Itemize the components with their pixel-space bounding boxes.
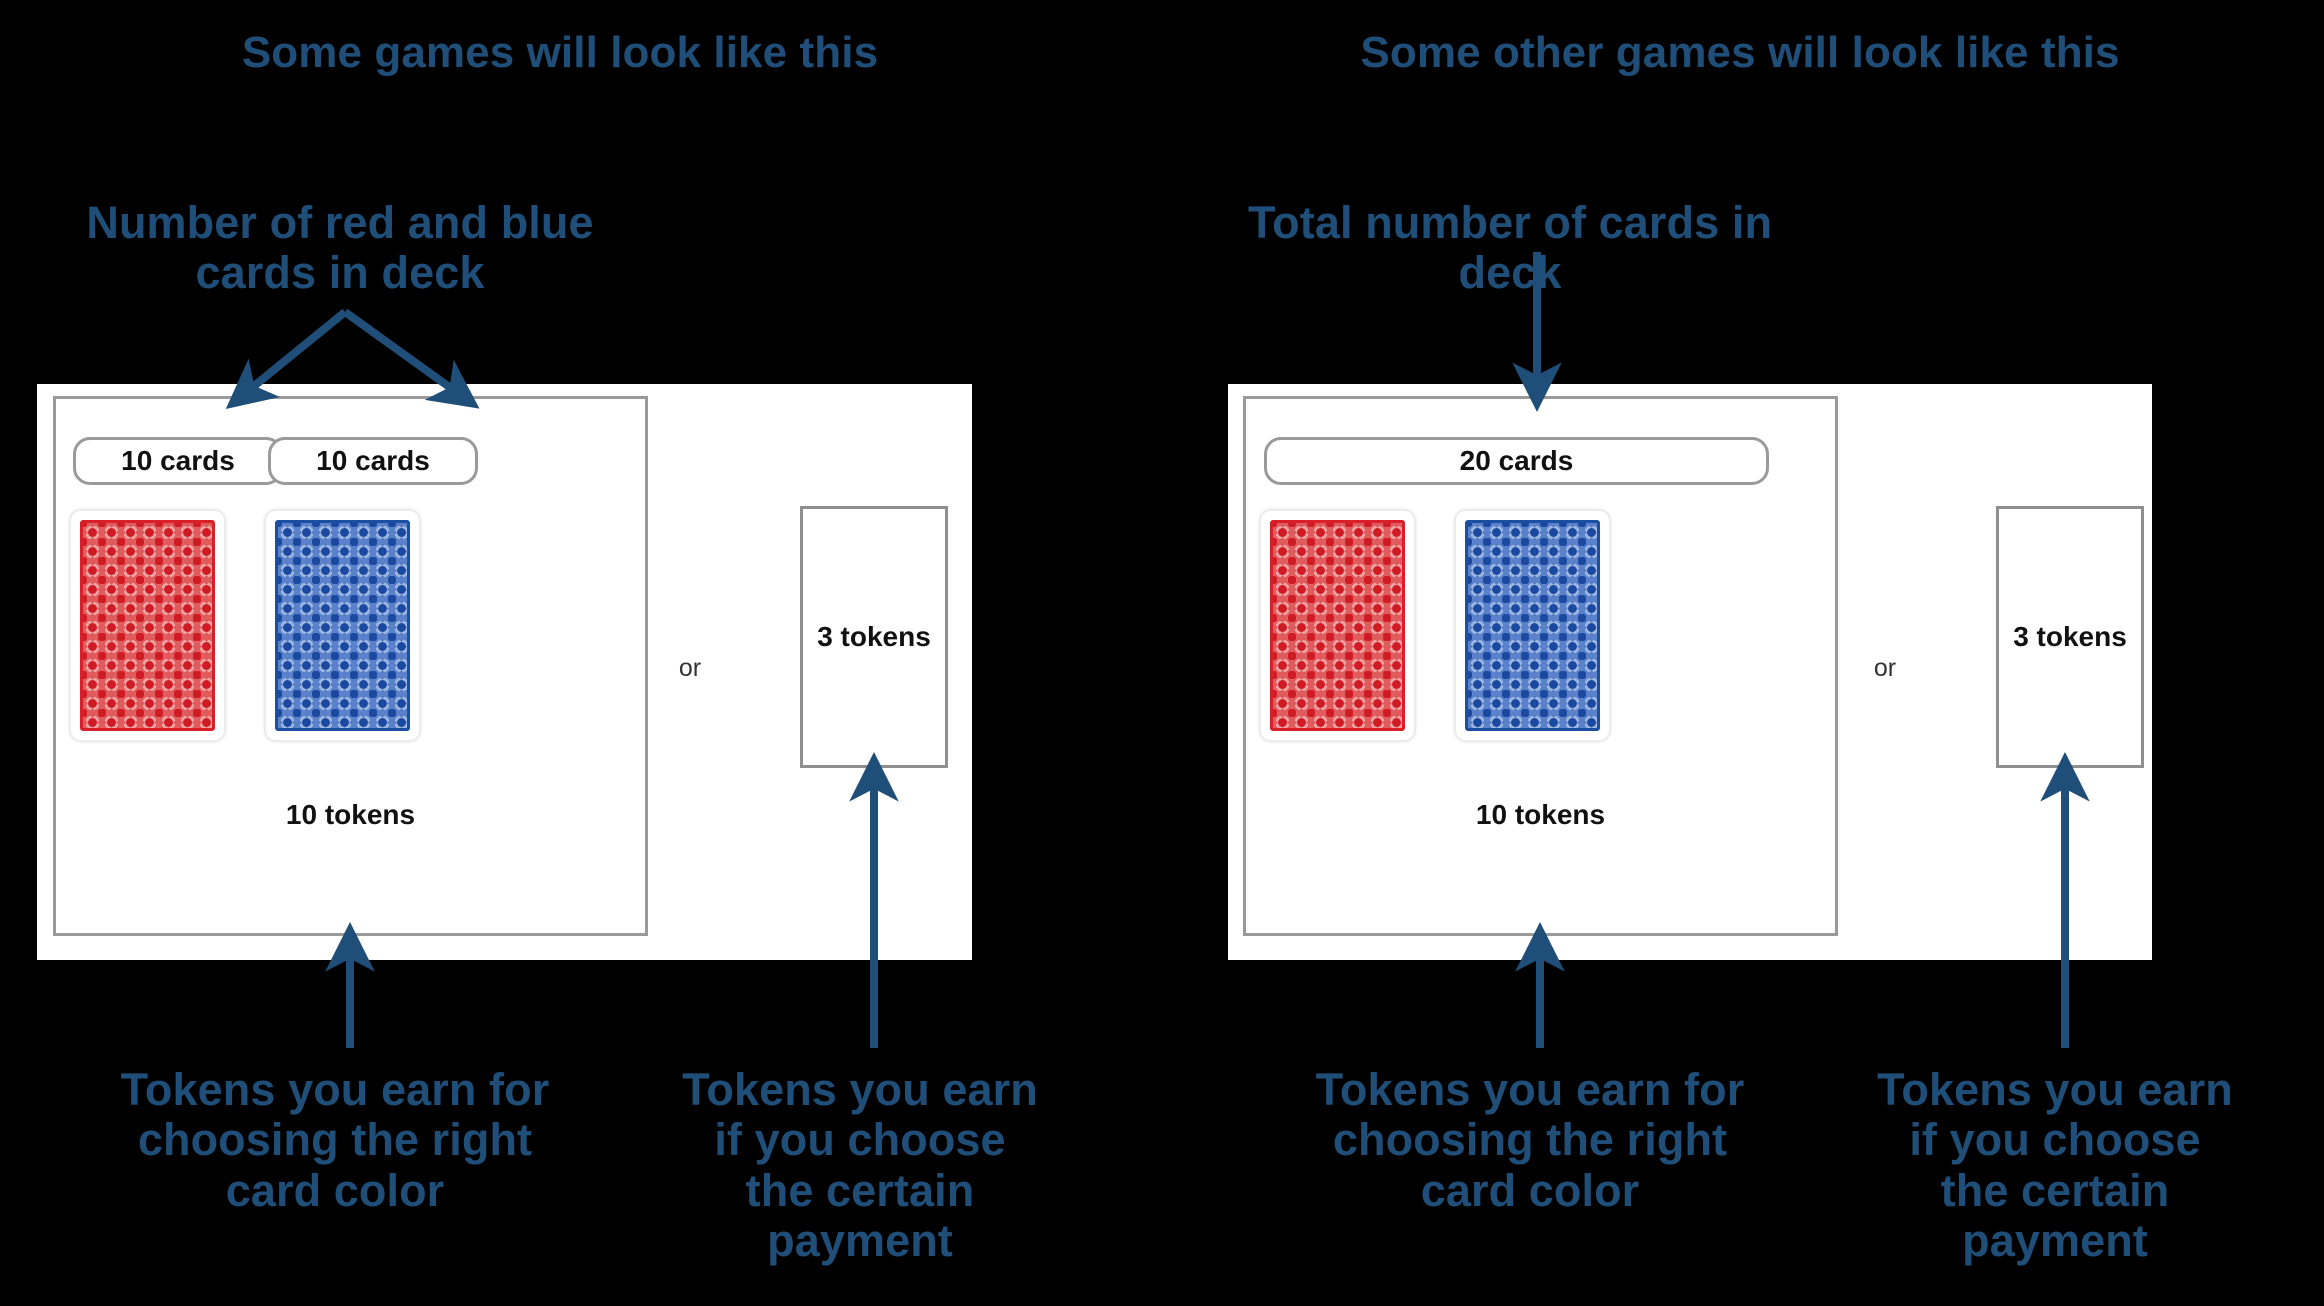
right-panel-title-text: Some other games will look like this (1360, 28, 2120, 77)
left-deck-label-red-text: 10 cards (121, 445, 235, 476)
right-or-text: or (1873, 653, 1897, 682)
right-deck-label-total[interactable]: 20 cards (1264, 437, 1769, 485)
left-bottom-callout-gamble-line2: choosing the right (137, 1114, 533, 1166)
left-bottom-callout-gamble-line1: Tokens you earn for (120, 1064, 550, 1115)
right-bottom-callout-certain-line4: payment (1962, 1215, 2148, 1267)
left-panel-title-text: Some games will look like this (241, 28, 879, 77)
left-certain-payment-text: 3 tokens (817, 621, 931, 652)
left-blue-card[interactable] (264, 509, 421, 742)
right-bottom-callout-certain: Tokens you earn if you choose the certai… (1845, 1064, 2265, 1267)
left-top-callout: Number of red and blue cards in deck (40, 197, 640, 299)
right-bottom-callout-certain-line3: the certain (1940, 1164, 2170, 1216)
left-bottom-callout-certain-line1: Tokens you earn (682, 1064, 1038, 1115)
right-bottom-callout-gamble-line1: Tokens you earn for (1315, 1064, 1745, 1115)
left-deck-label-blue[interactable]: 10 cards (268, 437, 478, 485)
left-or-text: or (678, 653, 702, 682)
right-bottom-callout-certain-line2: if you choose (1909, 1114, 2201, 1166)
left-bottom-callout-gamble: Tokens you earn for choosing the right c… (95, 1064, 575, 1216)
blue-card-back-icon (275, 520, 410, 731)
left-bottom-callout-gamble-line3: card color (225, 1164, 445, 1216)
left-or-separator: or (660, 648, 720, 688)
left-top-callout-line1: Number of red and blue (86, 197, 594, 248)
right-panel-title: Some other games will look like this (1290, 28, 2190, 77)
left-bottom-callout-certain-line2: if you choose (714, 1114, 1006, 1166)
left-red-card[interactable] (69, 509, 226, 742)
right-bottom-callout-gamble-line3: card color (1420, 1164, 1640, 1216)
right-bottom-callout-gamble-line2: choosing the right (1332, 1114, 1728, 1166)
right-top-callout-line1: Total number of cards in (1247, 197, 1773, 248)
left-certain-payment-box[interactable]: 3 tokens (800, 506, 948, 768)
right-red-card[interactable] (1259, 509, 1416, 742)
red-card-back-icon (1270, 520, 1405, 731)
right-top-callout: Total number of cards in deck (1200, 197, 1820, 299)
left-gamble-payoff-text: 10 tokens (285, 799, 416, 830)
left-panel-title: Some games will look like this (140, 28, 980, 77)
blue-card-back-icon (1465, 520, 1600, 731)
right-certain-payment-text: 3 tokens (2013, 621, 2127, 652)
left-game-panel: 10 cards 10 cards 10 tokens (53, 396, 648, 936)
left-bottom-callout-certain-line4: payment (767, 1215, 953, 1267)
right-deck-label-total-text: 20 cards (1459, 445, 1574, 476)
left-gamble-payoff: 10 tokens (56, 799, 645, 831)
right-gamble-payoff-text: 10 tokens (1475, 799, 1606, 830)
right-bottom-callout-gamble: Tokens you earn for choosing the right c… (1290, 1064, 1770, 1216)
right-blue-card[interactable] (1454, 509, 1611, 742)
right-game-panel: 20 cards 10 tokens (1243, 396, 1838, 936)
left-deck-label-red[interactable]: 10 cards (73, 437, 283, 485)
left-bottom-callout-certain: Tokens you earn if you choose the certai… (650, 1064, 1070, 1267)
right-gamble-payoff: 10 tokens (1246, 799, 1835, 831)
left-top-callout-line2: cards in deck (195, 247, 485, 299)
right-certain-payment-box[interactable]: 3 tokens (1996, 506, 2144, 768)
left-deck-label-blue-text: 10 cards (316, 445, 430, 476)
right-or-separator: or (1855, 648, 1915, 688)
red-card-back-icon (80, 520, 215, 731)
left-bottom-callout-certain-line3: the certain (745, 1164, 975, 1216)
right-bottom-callout-certain-line1: Tokens you earn (1877, 1064, 2233, 1115)
right-top-callout-line2: deck (1458, 247, 1562, 299)
